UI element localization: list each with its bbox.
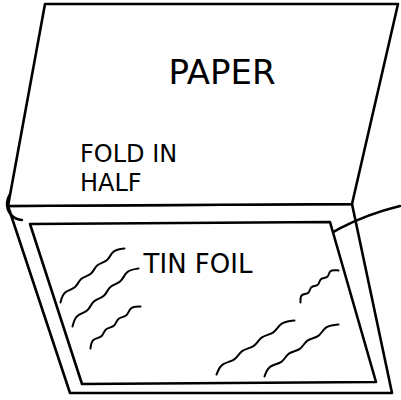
sheet-edge [8, 4, 398, 206]
foil-texture [91, 307, 141, 349]
foil-texture [73, 269, 139, 327]
paper-label: PAPER [112, 52, 332, 93]
foil-texture [217, 321, 295, 375]
text-holder: TIN FOIL [143, 249, 253, 280]
foil-texture [300, 270, 338, 302]
paper-top-half: PAPER [0, 0, 401, 210]
sheet-outline [20, 214, 390, 390]
text-holder: PAPER [112, 52, 332, 93]
foil-texture [265, 325, 339, 377]
tin-foil-sheet: TIN FOIL [20, 214, 390, 390]
foil-texture [61, 249, 125, 303]
foil-label: TIN FOIL [143, 249, 253, 280]
sheet-outline [0, 0, 401, 210]
sheet-edge [30, 222, 376, 384]
fold-instruction: FOLD IN HALF [80, 140, 215, 198]
